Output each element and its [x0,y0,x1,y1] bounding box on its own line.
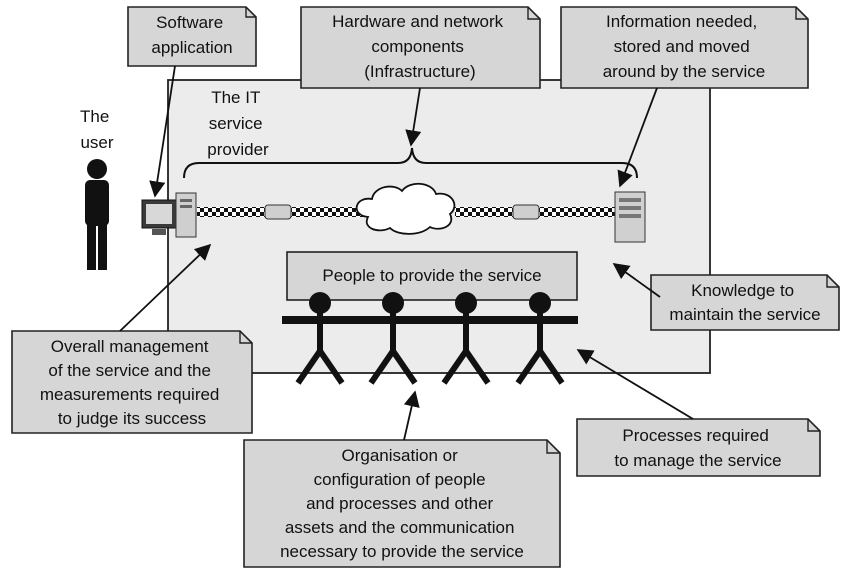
callout-organisation [243,439,561,568]
information-label: Information needed, stored and moved aro… [603,12,766,81]
software-label: Software application [151,13,232,57]
organisation-label: Organisation or configuration of people … [280,446,524,561]
callout-knowledge [650,274,840,331]
user-label: The user [80,107,114,152]
provider-label: The IT service provider [207,88,269,159]
people-label: People to provide the service [322,266,541,285]
people-banner [286,251,578,301]
computer-icon [141,192,197,238]
knowledge-label: Knowledge to maintain the service [669,281,820,324]
callout-processes [576,418,821,477]
callout-hardware [300,6,541,89]
hub-icon [264,204,292,220]
server-icon [614,191,646,243]
hub-icon [512,204,540,220]
callout-software [127,6,257,67]
cloud-icon [355,182,456,235]
processes-label: Processes required to manage the service [614,426,781,470]
management-label: Overall management of the service and th… [40,337,224,428]
callout-information [560,6,809,89]
callout-management [11,330,253,434]
person-icon [85,159,109,270]
hardware-label: Hardware and network components (Infrast… [332,12,508,81]
